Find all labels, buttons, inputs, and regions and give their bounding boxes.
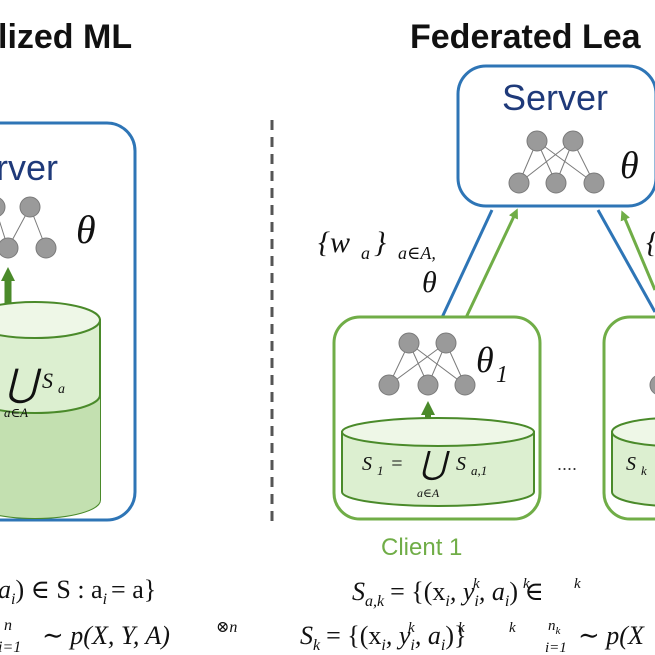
left-formula-line2: ∼ p(X, Y, A): [42, 621, 170, 650]
client1-db-union-sub: a∈A: [417, 486, 440, 500]
clientk-db-set: S: [626, 453, 636, 475]
broadcast-label-close-sub: a∈A,: [398, 243, 436, 263]
right-formula-line2: Sk= {(xi, yi, ai)}: [300, 621, 466, 654]
left-db-union-sub: a∈A: [4, 405, 28, 420]
clientk-node-icon: [649, 375, 655, 395]
right-formula-line1: Sa,k= {(xi, yi, ai) ∈: [352, 577, 544, 610]
left-formula-line2-pow: ⊗n: [216, 619, 237, 636]
client1-db-eq: =: [390, 453, 404, 475]
right-edge-label: {: [646, 226, 655, 259]
left-formula-line1: ai) ∈ S : ai= a}: [0, 575, 156, 608]
left-db-set: S: [42, 368, 53, 393]
right-formula-line2-sup-x: k: [408, 620, 415, 636]
left-db-set-sub: a: [58, 382, 65, 397]
right-server-label: Server: [502, 77, 608, 118]
client1-db-set: S: [456, 453, 466, 475]
client1-db-union: ⋃: [420, 445, 450, 481]
right-formula-line1-sup-y: k: [523, 576, 530, 592]
left-formula-line2-sub: i=1: [0, 639, 21, 655]
server-to-client1-arrow: [436, 209, 494, 328]
client1-label: Client 1: [381, 534, 462, 561]
client1-db-lhs: S: [362, 453, 372, 475]
left-network-icon: [0, 196, 57, 259]
right-formula-line2-sup-n: nk: [548, 618, 562, 637]
client1-theta: θ: [476, 340, 494, 380]
right-formula-line2-sup-a: k: [509, 620, 516, 636]
broadcast-label-open: {w: [318, 226, 350, 259]
clientk-to-server-arrow: [620, 210, 655, 291]
clientk-database: [611, 417, 655, 507]
client1-db-set-sub: a,1: [471, 463, 487, 478]
broadcast-label-theta: θ: [422, 266, 437, 299]
left-db-union: ⋃: [6, 363, 42, 405]
left-server-label: rver: [0, 147, 58, 188]
client1-database: [341, 417, 535, 507]
right-formula-line2-sup-y: k: [458, 620, 465, 636]
clients-ellipsis: ....: [557, 454, 577, 474]
left-server-theta: θ: [76, 207, 96, 252]
broadcast-label-sub: a: [361, 243, 370, 263]
left-formula-line2-sup: n: [4, 617, 12, 634]
left-panel-title: lized ML: [0, 18, 132, 56]
right-panel-title: Federated Lea: [410, 18, 642, 56]
left-database: [0, 301, 101, 519]
clientk-db-set-sub: k: [641, 463, 647, 478]
right-formula-line1-sup-x: k: [473, 576, 480, 592]
right-formula-line1-sup-a: k: [574, 576, 581, 592]
broadcast-label-close: }: [374, 226, 386, 259]
right-server-box: [456, 64, 655, 208]
client1-network-icon: [378, 332, 476, 396]
right-formula-line2-end: ∼ p(X: [578, 621, 645, 650]
right-server-theta: θ: [620, 145, 639, 187]
right-server-network-icon: [508, 130, 605, 194]
client1-to-server-arrow: [461, 208, 518, 325]
client1-theta-sub: 1: [496, 362, 508, 388]
right-formula-line2-sub: i=1: [545, 640, 567, 655]
client1-db-lhs-sub: 1: [377, 463, 384, 478]
server-to-clientk-arrow: [596, 209, 655, 313]
